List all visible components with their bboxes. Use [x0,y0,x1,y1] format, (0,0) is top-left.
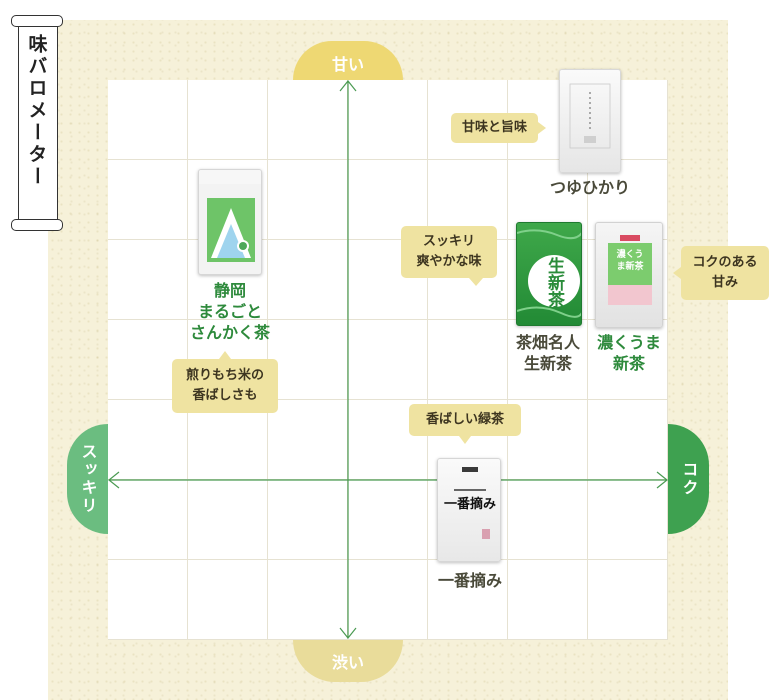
product-name-tsuyuhikari: つゆひかり [549,178,630,197]
product-name-chabatake-meijin: 茶畑名人 生新茶 [515,333,580,373]
chabatake-meijin-package: 生新茶 [516,222,582,326]
ichiban-tsumi-package-text: 一番摘み [444,497,497,512]
bubble-rich-sweetness: コクのある 甘み [673,246,769,300]
scroll-body [18,22,58,222]
shizuoka-sankaku-package-art [199,170,261,262]
scroll-roll-bottom [11,219,63,231]
ichiban-tsumi-package: 一番摘み [437,458,501,562]
page-title: 味バロメーター [25,34,48,188]
bubble-refreshing: スッキリ 爽やかな味 [401,226,497,286]
bubble-roasted-rice: 煎りもち米の 香ばしさも [172,351,278,413]
product-name-ichiban-tsumi: 一番摘み [437,571,502,590]
chabatake-meijin-package-art [517,229,581,318]
chabatake-meijin-package-text: 生新茶 [544,257,564,308]
product-name-koku-uma: 濃くうま 新茶 [597,333,661,373]
bubble-sweet-umami: 甘味と旨味 [451,113,546,143]
tsuyuhikari-package-art [569,83,611,149]
ichiban-tsumi-package-art [454,467,490,539]
axis-label-rich: コク [668,424,709,534]
product-name-shizuoka-sankaku: 静岡 まるごと さんかく茶 [189,281,270,342]
koku-uma-package-art [608,235,652,305]
title-scroll: 味バロメーター [8,12,63,231]
scroll-roll-top [11,15,63,27]
axis-label-sweet: 甘い [293,41,403,80]
koku-uma-package: 濃くうま新茶 [595,222,663,328]
bubble-roasted-green-tea: 香ばしい緑茶 [409,404,521,444]
koku-uma-package-text: 濃くうま新茶 [616,250,644,272]
axis-label-refreshing: スッキリ [67,424,108,534]
tsuyuhikari-package [559,69,621,173]
shizuoka-sankaku-package [198,169,262,275]
